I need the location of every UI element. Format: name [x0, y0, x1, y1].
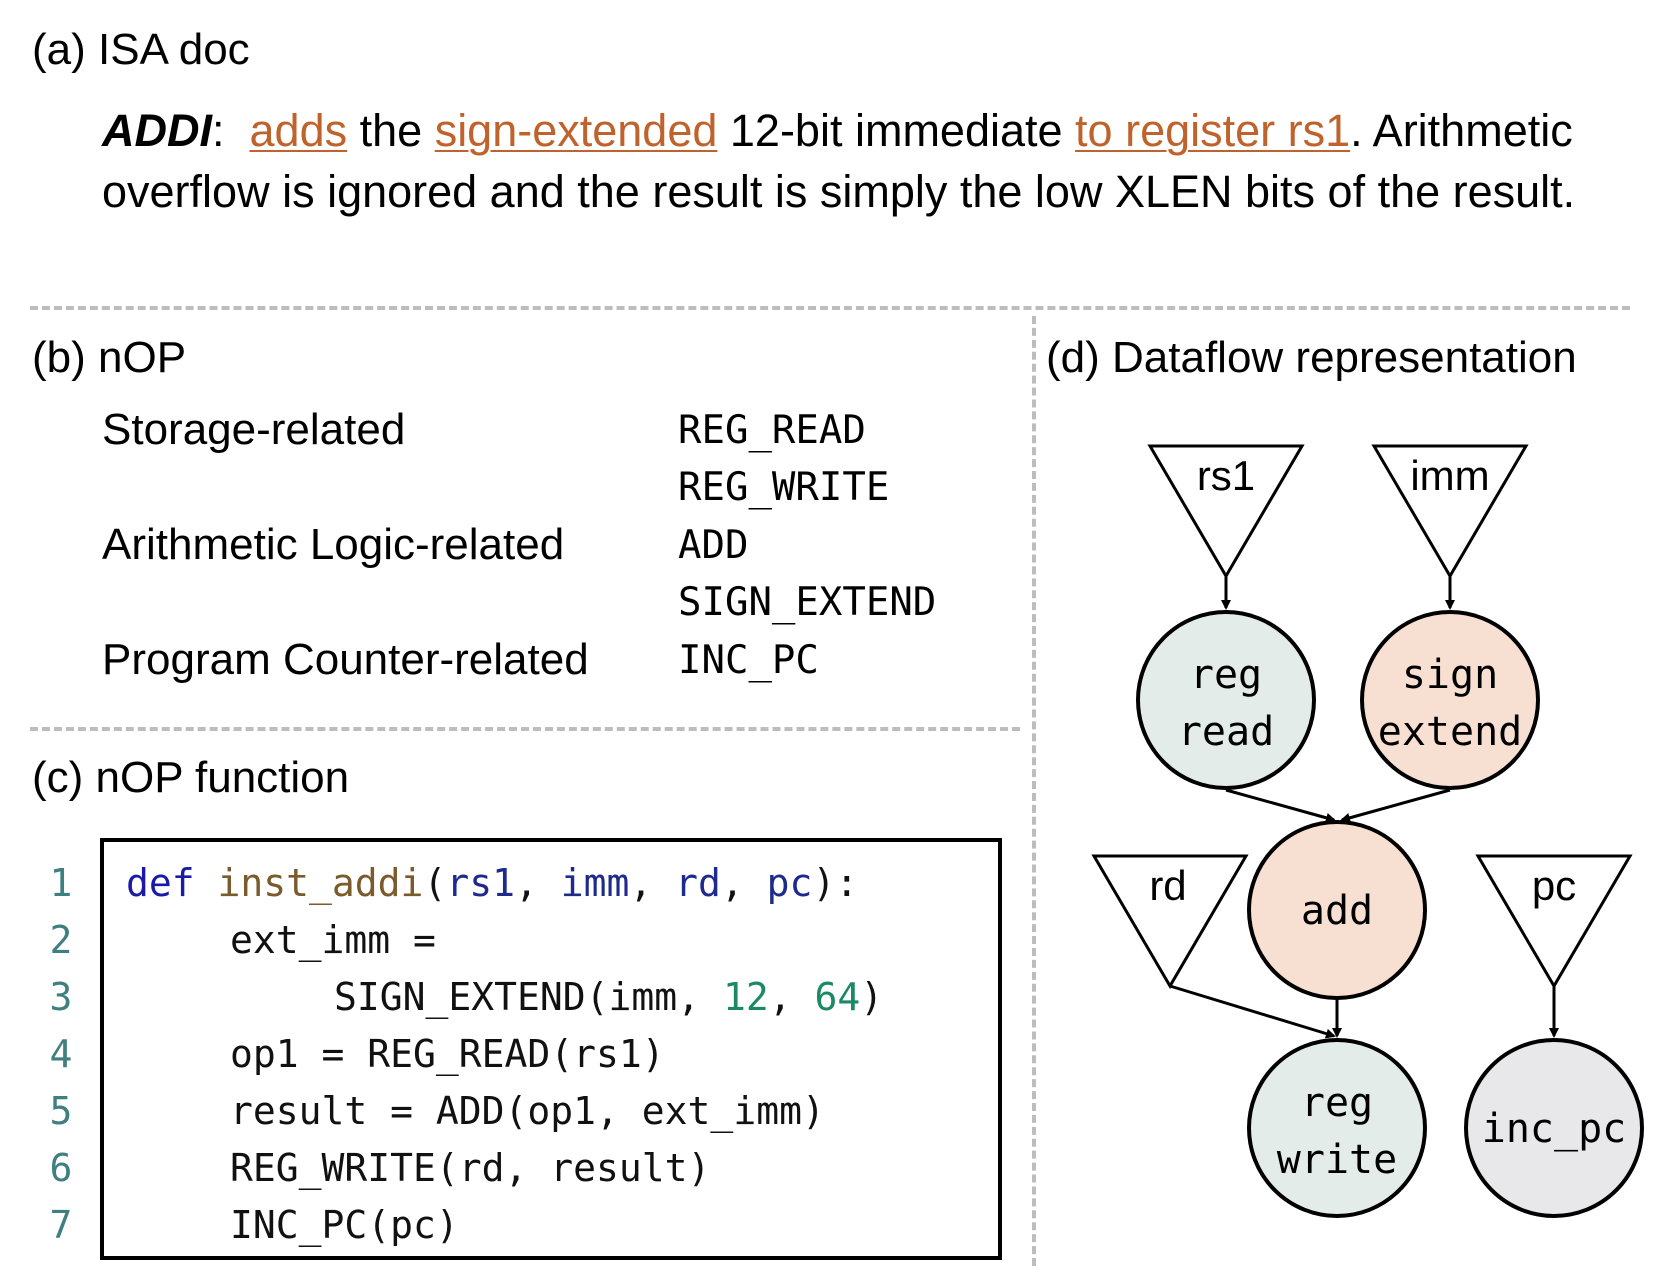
- nop-sign-extend: SIGN_EXTEND: [678, 580, 937, 625]
- def-keyword: def: [126, 861, 195, 905]
- line-number: 3: [49, 975, 73, 1019]
- node-add: [1247, 820, 1427, 1000]
- section-c-title: (c) nOP function: [32, 753, 350, 802]
- edge-reg-read-to-add: [1225, 788, 1336, 823]
- nop-reg-read: REG_READ: [678, 408, 866, 453]
- input-imm-label: imm: [1410, 452, 1489, 499]
- code-line-3: SIGN_EXTEND(imm, 12, 64): [334, 978, 883, 1016]
- code-line-4: op1 = REG_READ(rs1): [230, 1032, 665, 1076]
- isa-highlight-to-register: to register rs1: [1075, 105, 1351, 156]
- node-sign-extend-label-1: sign: [1402, 652, 1498, 698]
- input-pc-triangle: [1475, 854, 1633, 989]
- code-punct: ,: [629, 861, 676, 905]
- node-reg-write: [1247, 1038, 1427, 1218]
- line-number: 2: [49, 918, 73, 962]
- node-inc-pc: [1464, 1038, 1644, 1218]
- node-inc-pc-label: inc_pc: [1482, 1106, 1627, 1152]
- isa-text: the: [347, 105, 435, 156]
- edge-sign-extend-to-add: [1340, 788, 1451, 823]
- nop-reg-write: REG_WRITE: [678, 465, 890, 510]
- nop-add: ADD: [678, 523, 749, 568]
- isa-highlight-adds: adds: [249, 105, 348, 156]
- category-pc: Program Counter-related: [102, 635, 589, 684]
- input-rd-triangle: [1091, 854, 1249, 989]
- node-reg-write-label-1: reg: [1301, 1080, 1373, 1126]
- code-line-6: REG_WRITE(rd, result): [230, 1146, 711, 1190]
- code-line-5: result = ADD(op1, ext_imm): [230, 1089, 825, 1133]
- input-rs1-triangle: [1147, 444, 1305, 579]
- line-number: 1: [49, 861, 73, 905]
- code-punct: (: [423, 861, 447, 905]
- node-reg-read: [1136, 610, 1316, 790]
- node-reg-write-label-2: write: [1277, 1137, 1397, 1183]
- section-b-title: (b) nOP: [32, 333, 187, 382]
- node-reg-read-label-1: reg: [1190, 652, 1262, 698]
- code-punct: ,: [720, 861, 767, 905]
- nop-inc-pc: INC_PC: [678, 638, 819, 683]
- section-d-title: (d) Dataflow representation: [1046, 333, 1577, 382]
- input-imm-triangle: [1371, 444, 1529, 579]
- param-imm: imm: [560, 861, 630, 905]
- code-punct: ,: [768, 975, 815, 1019]
- code-line-1: def inst_addi(rs1, imm, rd, pc):: [126, 864, 858, 902]
- node-add-label: add: [1301, 888, 1373, 934]
- input-pc-label: pc: [1532, 862, 1576, 909]
- param-rs1: rs1: [446, 861, 515, 905]
- param-rd: rd: [675, 861, 721, 905]
- number-64: 64: [814, 975, 861, 1019]
- category-arith: Arithmetic Logic-related: [102, 520, 565, 569]
- code-punct: ): [860, 975, 884, 1019]
- separator-vertical: [1032, 316, 1036, 1266]
- code-box: def inst_addi(rs1, imm, rd, pc): ext_imm…: [100, 838, 1002, 1260]
- code-punct: ,: [514, 861, 561, 905]
- node-sign-extend: [1360, 610, 1540, 790]
- number-12: 12: [722, 975, 769, 1019]
- function-name: inst_addi: [217, 861, 424, 905]
- isa-opcode: ADDI: [102, 105, 212, 156]
- code-punct: ):: [812, 861, 859, 905]
- separator-middle: [30, 727, 1020, 731]
- input-rs1-label: rs1: [1197, 452, 1255, 499]
- isa-text: . Arithmetic overflow is ignored and the…: [102, 105, 1576, 217]
- code-text: SIGN_EXTEND(imm,: [334, 975, 723, 1019]
- category-storage: Storage-related: [102, 405, 406, 454]
- isa-text: 12-bit immediate: [717, 105, 1076, 156]
- line-number: 5: [49, 1089, 73, 1133]
- input-rd-label: rd: [1149, 862, 1186, 909]
- section-a-title: (a) ISA doc: [32, 25, 250, 74]
- isa-colon: :: [212, 105, 225, 156]
- code-line-7: INC_PC(pc): [230, 1203, 459, 1247]
- separator-top: [30, 306, 1630, 310]
- node-reg-read-label-2: read: [1178, 709, 1274, 755]
- line-number: 4: [49, 1032, 73, 1076]
- edge-rd-to-reg-write: [1169, 984, 1336, 1039]
- node-sign-extend-label-2: extend: [1378, 709, 1523, 755]
- line-number: 6: [49, 1146, 73, 1190]
- isa-highlight-sign-extended: sign-extended: [434, 105, 718, 156]
- isa-description: ADDI: adds the sign-extended 12-bit imme…: [102, 100, 1632, 222]
- code-line-2: ext_imm =: [230, 918, 436, 962]
- line-number: 7: [49, 1203, 73, 1247]
- param-pc: pc: [766, 861, 813, 905]
